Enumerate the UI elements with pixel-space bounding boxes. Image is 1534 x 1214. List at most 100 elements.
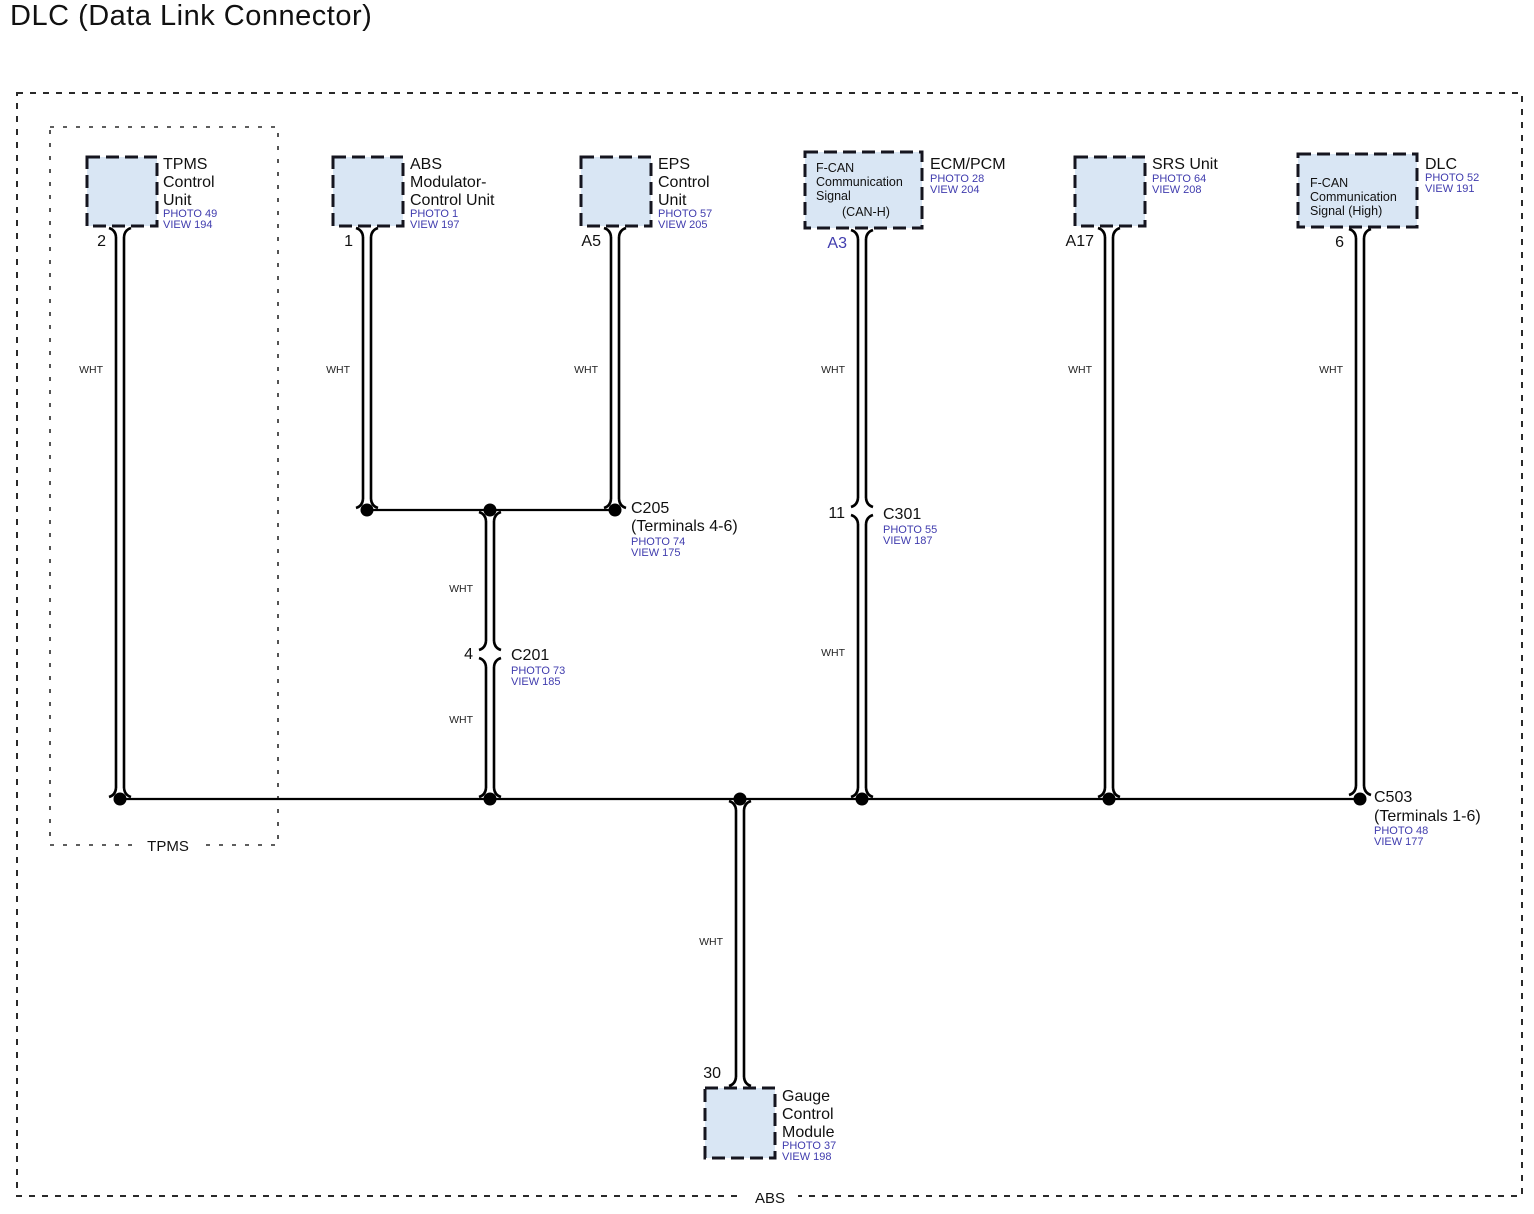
c205-drop-wire-inline-connector-lower: [478, 656, 502, 668]
component-label-ecm-pcm-line0: ECM/PCM: [930, 156, 1006, 173]
component-label-abs-modulator-control-unit-line1: Modulator-: [410, 174, 486, 191]
pin-label-gauge-control-module: 30: [703, 1065, 721, 1082]
component-ref-srs-unit-0[interactable]: PHOTO 64: [1152, 173, 1206, 185]
pin-label-c201: 4: [464, 646, 473, 663]
connector-label-c301: C301: [883, 506, 921, 523]
connector-ref-c201-0[interactable]: PHOTO 73: [511, 665, 565, 677]
junction-dot-5: [733, 792, 747, 806]
component-label-tpms-control-unit-line1: Control: [163, 174, 215, 191]
frame-outer: [16, 92, 1523, 1197]
ecm-wire-color-label-1: WHT: [821, 647, 845, 659]
component-ref-tpms-control-unit-0[interactable]: PHOTO 49: [163, 208, 217, 220]
pin-label-tpms-control-unit: 2: [97, 233, 106, 250]
eps-wire-bottom-connector: [603, 498, 627, 510]
eps-wire-top-connector: [603, 226, 627, 238]
component-inner-ecm-pcm-line0: F-CAN: [816, 161, 854, 175]
eps-wire-color-label-0: WHT: [574, 364, 598, 376]
pin-label-eps-control-unit: A5: [581, 233, 601, 250]
ecm-wire: [856, 524, 868, 788]
component-inner-ecm-pcm-line2: Signal: [816, 189, 851, 203]
frame-label-bg-tpms: [134, 836, 202, 854]
abs-wire-bottom-connector: [355, 498, 379, 510]
connector-ref-c205-0[interactable]: PHOTO 74: [631, 536, 685, 548]
component-label-gauge-control-module-line2: Module: [782, 1124, 835, 1141]
connector-label-c205: C205: [631, 500, 669, 517]
junction-dot-3: [113, 792, 127, 806]
component-label-tpms-control-unit-line0: TPMS: [163, 156, 207, 173]
component-ref-ecm-pcm-1[interactable]: VIEW 204: [930, 184, 980, 196]
c205-drop-wire-top-connector: [478, 510, 502, 522]
pin-label-ecm-pcm[interactable]: A3: [827, 235, 847, 252]
connector-ref-c301-1[interactable]: VIEW 187: [883, 535, 933, 547]
frame-tpms: [49, 126, 279, 846]
frame-label-bg-outer: [742, 1187, 798, 1206]
dlc-wire-top-connector: [1348, 227, 1372, 239]
component-box-eps-control-unit: [579, 155, 653, 228]
connector-label-c503: C503: [1374, 789, 1412, 806]
gauge-wire: [734, 810, 746, 1077]
component-box-srs-unit: [1073, 155, 1147, 228]
junction-dot-0: [360, 503, 374, 517]
tpms-wire: [114, 237, 126, 788]
component-label-abs-modulator-control-unit-line2: Control Unit: [410, 192, 495, 209]
connector-sublabel-c503: (Terminals 1-6): [1374, 808, 1481, 825]
c205-drop-wire-color-label-0: WHT: [449, 583, 473, 595]
ecm-wire-top-connector: [850, 228, 874, 240]
component-ref-abs-modulator-control-unit-0[interactable]: PHOTO 1: [410, 208, 458, 220]
component-box-dlc: [1296, 152, 1419, 229]
component-ref-dlc-1[interactable]: VIEW 191: [1425, 183, 1475, 195]
junction-dot-8: [1353, 792, 1367, 806]
c205-drop-wire-bottom-connector: [478, 787, 502, 799]
connector-sublabel-c205: (Terminals 4-6): [631, 518, 738, 535]
pin-label-dlc: 6: [1335, 234, 1344, 251]
component-label-eps-control-unit-line0: EPS: [658, 156, 690, 173]
abs-wire-top-connector: [355, 226, 379, 238]
srs-wire: [1103, 237, 1115, 788]
connector-ref-c503-0[interactable]: PHOTO 48: [1374, 825, 1428, 837]
component-label-tpms-control-unit-line2: Unit: [163, 192, 192, 209]
ecm-wire: [856, 239, 868, 498]
component-label-eps-control-unit-line1: Control: [658, 174, 710, 191]
component-label-gauge-control-module-line1: Control: [782, 1106, 834, 1123]
ecm-wire-inline-connector-lower: [850, 513, 874, 525]
connector-ref-c301-0[interactable]: PHOTO 55: [883, 524, 937, 536]
component-ref-dlc-0[interactable]: PHOTO 52: [1425, 172, 1479, 184]
component-inner-ecm-pcm-line1: Communication: [816, 175, 903, 189]
component-ref-tpms-control-unit-1[interactable]: VIEW 194: [163, 219, 213, 231]
tpms-wire-top-connector: [108, 226, 132, 238]
component-box-abs-modulator-control-unit: [331, 155, 405, 228]
srs-wire-bottom-connector: [1097, 787, 1121, 799]
junction-dot-7: [1102, 792, 1116, 806]
component-box-gauge-control-module: [703, 1086, 777, 1160]
connector-label-c201: C201: [511, 647, 549, 664]
pin-label-srs-unit: A17: [1066, 233, 1095, 250]
junction-dot-4: [483, 792, 497, 806]
pin-label-abs-modulator-control-unit: 1: [344, 233, 353, 250]
component-ref-srs-unit-1[interactable]: VIEW 208: [1152, 184, 1202, 196]
component-inner-ecm-pcm-line3: (CAN-H): [842, 205, 890, 219]
component-ref-ecm-pcm-0[interactable]: PHOTO 28: [930, 173, 984, 185]
srs-wire-top-connector: [1097, 226, 1121, 238]
component-ref-eps-control-unit-1[interactable]: VIEW 205: [658, 219, 708, 231]
abs-wire: [361, 237, 373, 499]
junction-dot-6: [855, 792, 869, 806]
gauge-wire-bottom-connector: [728, 1076, 752, 1088]
connector-ref-c201-1[interactable]: VIEW 185: [511, 676, 561, 688]
connector-ref-c205-1[interactable]: VIEW 175: [631, 547, 681, 559]
connector-ref-c503-1[interactable]: VIEW 177: [1374, 836, 1424, 848]
tpms-wire-color-label-0: WHT: [79, 364, 103, 376]
eps-wire: [609, 237, 621, 499]
page-title: DLC (Data Link Connector): [10, 0, 373, 32]
srs-wire-color-label-0: WHT: [1068, 364, 1092, 376]
component-ref-gauge-control-module-1[interactable]: VIEW 198: [782, 1151, 832, 1163]
junction-dot-2: [608, 503, 622, 517]
tpms-wire-bottom-connector: [108, 787, 132, 799]
component-ref-abs-modulator-control-unit-1[interactable]: VIEW 197: [410, 219, 460, 231]
c205-drop-wire-color-label-1: WHT: [449, 714, 473, 726]
c205-drop-wire: [484, 521, 496, 641]
component-ref-gauge-control-module-0[interactable]: PHOTO 37: [782, 1140, 836, 1152]
component-label-eps-control-unit-line2: Unit: [658, 192, 687, 209]
component-ref-eps-control-unit-0[interactable]: PHOTO 57: [658, 208, 712, 220]
gauge-wire-top-connector: [728, 799, 752, 811]
